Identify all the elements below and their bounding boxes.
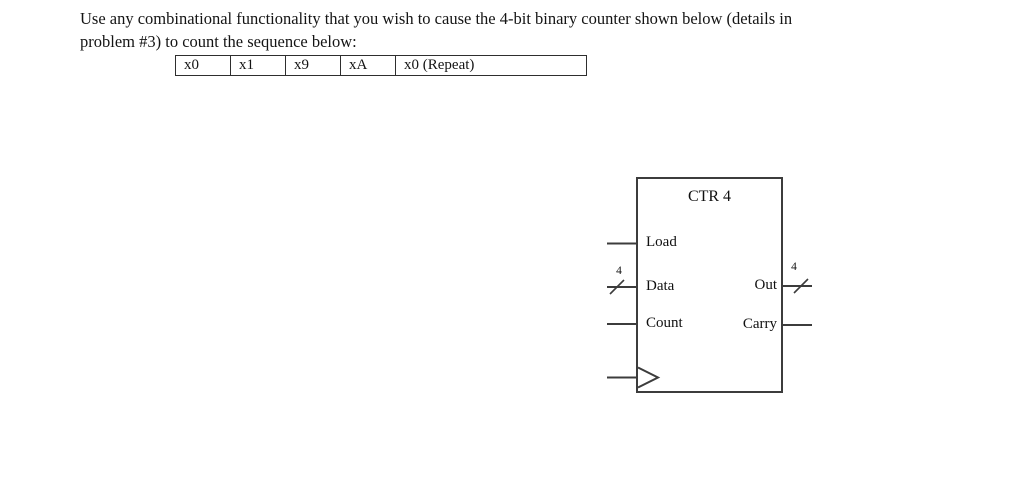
output-label-out: Out	[754, 277, 778, 293]
problem-statement: Use any combinational functionality that…	[80, 7, 792, 53]
counter-diagram-graphics	[607, 177, 812, 393]
output-label-carry: Carry	[742, 316, 777, 332]
bus-slash-icon	[609, 279, 625, 295]
sequence-cell: x1	[231, 56, 286, 75]
sequence-cell: x9	[286, 56, 341, 75]
data-bus-width-label: 4	[616, 265, 622, 277]
sequence-cell: x0	[176, 56, 231, 75]
input-label-data: Data	[646, 278, 675, 294]
input-label-count: Count	[646, 315, 683, 331]
problem-statement-line: Use any combinational functionality that…	[80, 9, 793, 28]
out-bus-width-label: 4	[791, 261, 797, 273]
sequence-cell: x0 (Repeat)	[404, 57, 475, 73]
counter-title: CTR 4	[687, 188, 732, 205]
bus-slash-icon	[793, 278, 809, 294]
clock-edge-icon	[637, 366, 661, 389]
input-label-load: Load	[646, 234, 677, 250]
sequence-cell: xA	[341, 56, 396, 75]
sequence-table: x0 x1 x9 xA x0 (Repeat)	[175, 55, 587, 76]
counter-diagram: CTR 4 Load Data Count Out Carry 4 4	[600, 160, 830, 410]
problem-statement-line: problem #3) to count the sequence below:	[80, 32, 357, 51]
